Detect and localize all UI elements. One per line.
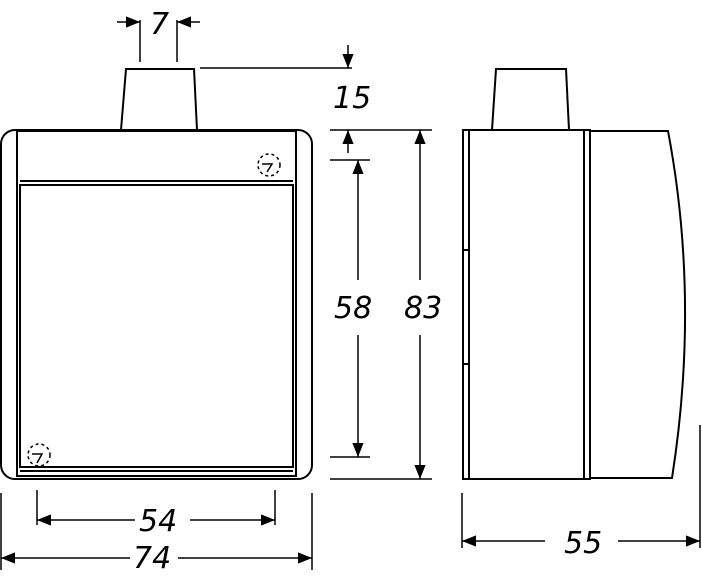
dimension-lines bbox=[0, 16, 701, 570]
side-body bbox=[462, 129, 591, 480]
side-stub bbox=[491, 68, 570, 131]
dim-total-height-label: 83 bbox=[404, 291, 442, 326]
dimension-labels: 7 15 58 83 54 74 55 bbox=[133, 7, 602, 576]
front-cover-panel bbox=[19, 184, 294, 468]
front-view bbox=[0, 68, 313, 480]
screw-bottom-left-mark bbox=[32, 453, 44, 464]
screw-top-right-mark bbox=[262, 163, 274, 173]
side-mount-tab-bottom bbox=[462, 363, 470, 480]
screw-bottom-left bbox=[27, 443, 51, 467]
side-curved-cover bbox=[590, 130, 687, 479]
dim-inner-height-label: 58 bbox=[334, 291, 372, 326]
side-view bbox=[462, 68, 687, 480]
front-housing-outer bbox=[0, 129, 313, 480]
dim-depth-label: 55 bbox=[564, 526, 602, 561]
front-housing-inner bbox=[16, 130, 297, 477]
dim-stub-width-label: 7 bbox=[150, 7, 169, 42]
screw-top-right bbox=[257, 153, 281, 177]
dim-stub-height-label: 15 bbox=[333, 81, 371, 116]
side-mount-tab-top bbox=[462, 129, 470, 251]
dim-inner-width-label: 54 bbox=[139, 504, 177, 539]
front-stub bbox=[120, 68, 198, 131]
dim-total-width-label: 74 bbox=[133, 541, 171, 576]
